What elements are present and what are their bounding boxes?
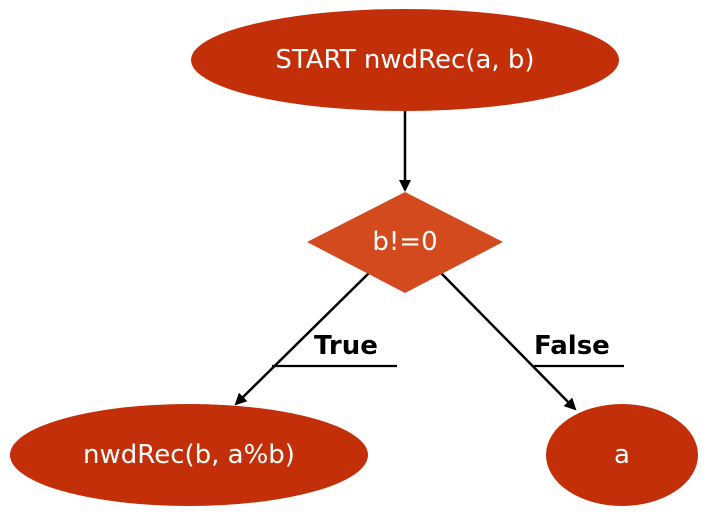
false-branch-node: a — [546, 404, 698, 506]
start-node: START nwdRec(a, b) — [191, 9, 619, 111]
false-branch-node-label: a — [614, 440, 630, 470]
edge-condition-false: False — [439, 271, 624, 411]
condition-node-label: b!=0 — [372, 227, 437, 257]
condition-node: b!=0 — [307, 192, 503, 293]
true-branch-node: nwdRec(b, a%b) — [10, 404, 368, 506]
edge-label-true: True — [314, 331, 378, 361]
edge-label-false: False — [534, 331, 610, 361]
edge-condition-true: True — [234, 271, 397, 406]
start-node-label: START nwdRec(a, b) — [275, 45, 534, 75]
true-branch-node-label: nwdRec(b, a%b) — [83, 440, 295, 470]
